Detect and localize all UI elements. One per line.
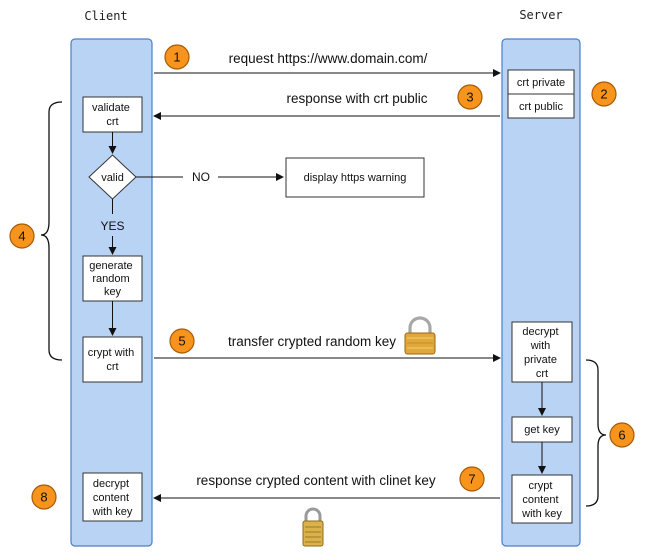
crypt-with-crt-box: crypt with crt	[82, 336, 143, 383]
server-title: Server	[519, 8, 562, 22]
validate-crt-box: validate crt	[82, 96, 143, 133]
svg-text:decrypt content wi: decrypt content with key	[92, 478, 133, 518]
server-decrypt-line-1: decrypt	[522, 326, 558, 338]
content-label: response crypted content with clinet key	[196, 473, 436, 488]
svg-text:1: 1	[173, 50, 180, 65]
generate-key-box: generate random key	[82, 255, 143, 302]
server-crypt-line-1: crypt	[529, 480, 553, 492]
decrypt-line-1: decrypt	[93, 478, 129, 490]
svg-text:generate random ke: generate random key	[89, 260, 136, 298]
decrypt-content-box: decrypt content with key	[82, 472, 143, 522]
crt-box: crt private crt public	[507, 69, 575, 119]
svg-text:7: 7	[468, 472, 475, 487]
padlock-icon	[302, 507, 324, 547]
request-label: request https://www.domain.com/	[229, 51, 428, 66]
server-crypt-line-2: content	[522, 494, 558, 506]
get-key-box: get key	[511, 416, 573, 443]
transfer-label: transfer crypted random key	[228, 334, 396, 349]
server-decrypt-box: decrypt with private crt	[511, 321, 573, 383]
svg-text:crypt content with: crypt content with key	[521, 480, 562, 520]
step-badge-5: 5	[169, 328, 195, 354]
step-badge-1: 1	[164, 44, 190, 70]
svg-text:8: 8	[40, 490, 47, 505]
step-badge-6: 6	[609, 422, 635, 448]
svg-text:crypt with crt: crypt with crt	[88, 347, 138, 373]
svg-text:4: 4	[18, 229, 25, 244]
svg-text:validate crt: validate crt	[92, 102, 133, 128]
step-badge-2: 2	[591, 81, 617, 107]
lock-icon	[404, 316, 436, 355]
valid-label: valid	[101, 172, 124, 184]
response-label: response with crt public	[286, 91, 427, 106]
client-title: Client	[84, 9, 127, 23]
server-decrypt-line-2: with	[530, 340, 551, 352]
step-badge-4: 4	[9, 223, 35, 249]
step-badge-7: 7	[459, 466, 485, 492]
generate-line-2: random	[92, 273, 129, 285]
step-badge-8: 8	[31, 484, 57, 510]
crypt-line-1: crypt with	[88, 347, 134, 359]
generate-line-3: key	[104, 286, 122, 298]
svg-text:decrypt with priva: decrypt with private crt	[522, 326, 561, 380]
get-key-label: get key	[524, 424, 560, 436]
server-decrypt-line-4: crt	[536, 368, 548, 380]
server-brace	[585, 359, 607, 507]
svg-text:5: 5	[178, 334, 185, 349]
validate-line-2: crt	[106, 116, 118, 128]
svg-text:6: 6	[618, 428, 625, 443]
step-badge-3: 3	[457, 84, 483, 110]
svg-text:2: 2	[600, 87, 607, 102]
warning-label: display https warning	[304, 172, 407, 184]
crypt-line-2: crt	[106, 361, 118, 373]
server-crypt-line-3: with key	[521, 508, 562, 520]
no-label: NO	[192, 170, 210, 184]
crt-public-label: crt public	[519, 101, 564, 113]
https-warning-box: display https warning	[285, 157, 425, 198]
validate-line-1: validate	[92, 102, 130, 114]
svg-text:3: 3	[466, 90, 473, 105]
server-crypt-box: crypt content with key	[511, 474, 573, 524]
yes-label: YES	[100, 219, 124, 233]
client-brace	[40, 101, 63, 361]
decrypt-line-2: content	[93, 492, 129, 504]
crt-private-label: crt private	[517, 77, 565, 89]
valid-decision: valid	[88, 154, 137, 200]
generate-line-1: generate	[89, 260, 132, 272]
server-decrypt-line-3: private	[524, 354, 557, 366]
decrypt-line-3: with key	[92, 506, 133, 518]
